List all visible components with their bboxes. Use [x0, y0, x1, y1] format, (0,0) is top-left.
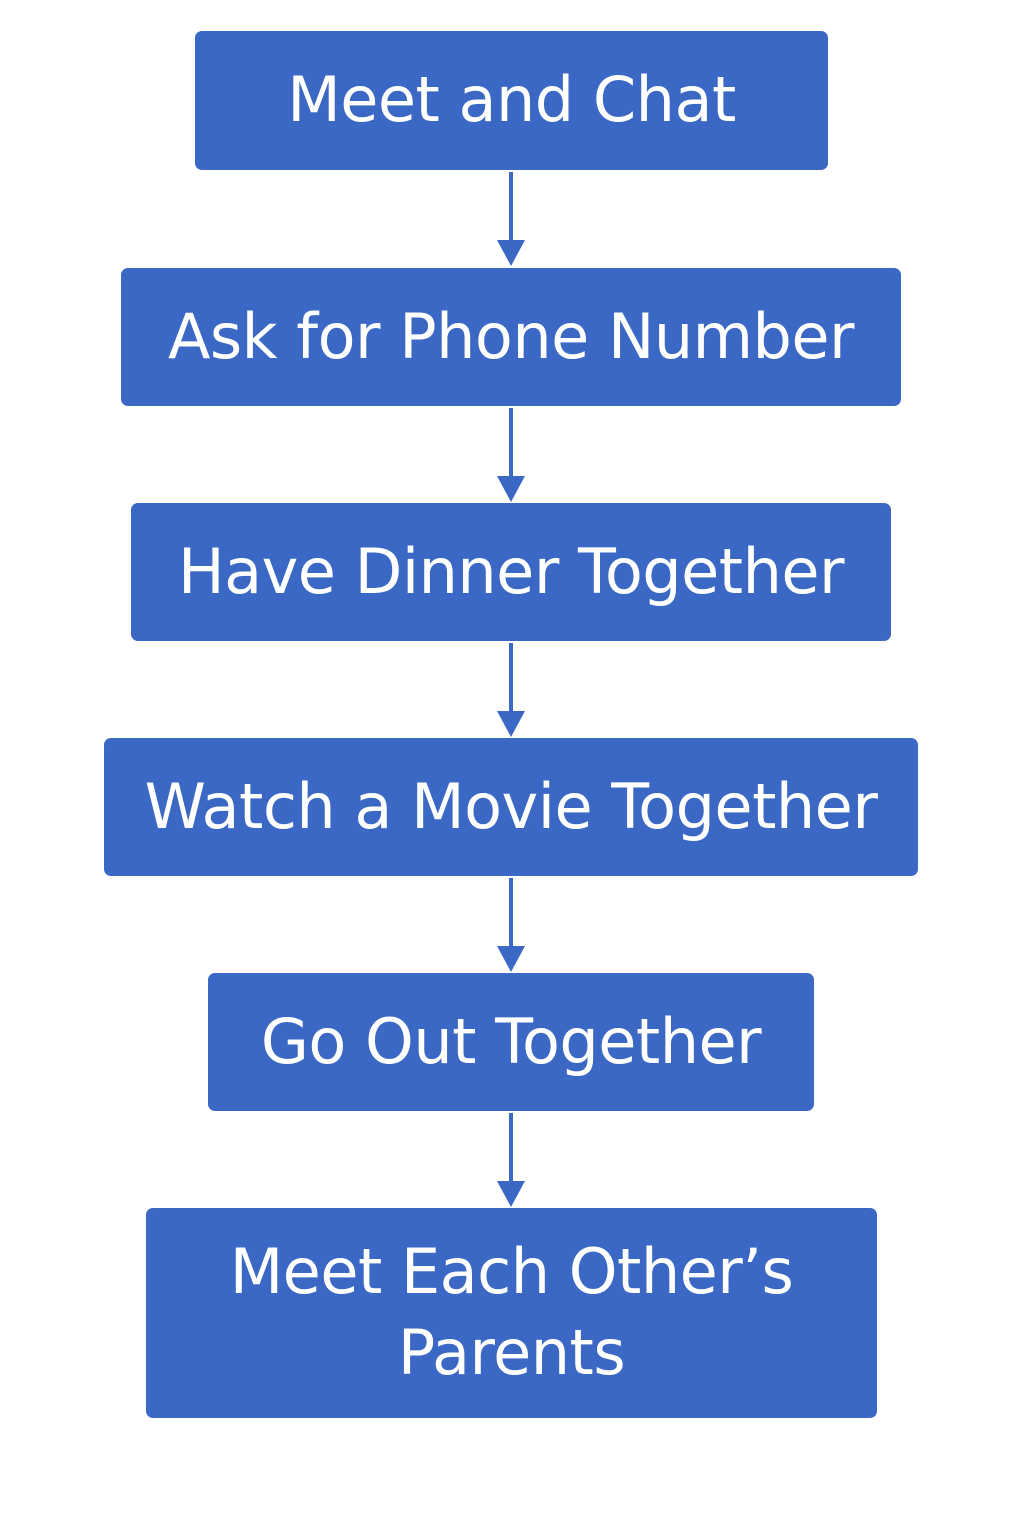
step-go-out-together: Go Out Together — [208, 973, 814, 1111]
step-meet-each-others-parents: Meet Each Other’s Parents — [146, 1208, 877, 1418]
arrow-3 — [497, 643, 525, 737]
arrow-1 — [497, 172, 525, 266]
step-have-dinner-together: Have Dinner Together — [131, 503, 891, 641]
step-ask-for-phone-number: Ask for Phone Number — [121, 268, 901, 406]
step-meet-and-chat: Meet and Chat — [195, 31, 828, 170]
arrow-5 — [497, 1113, 525, 1207]
step-watch-a-movie-together: Watch a Movie Together — [104, 738, 918, 876]
arrow-4 — [497, 878, 525, 972]
arrow-2 — [497, 408, 525, 502]
